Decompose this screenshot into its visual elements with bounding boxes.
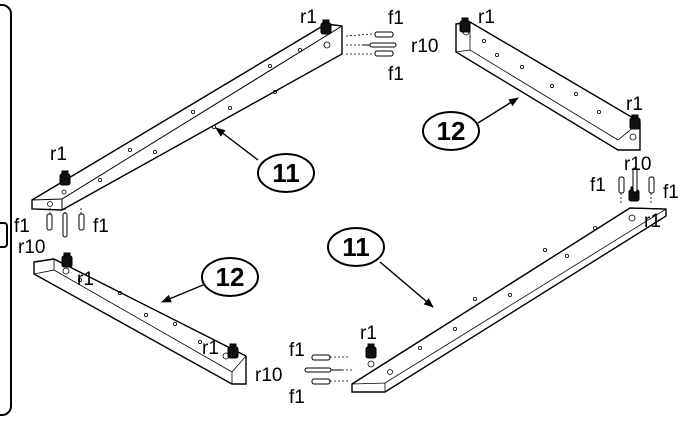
label-r1: r1 (202, 338, 219, 359)
label-f1: f1 (14, 216, 30, 237)
placement-guide-lines (49, 33, 652, 382)
callout-12-bottom: 12 (161, 257, 259, 303)
label-r1: r1 (300, 7, 317, 28)
callout-label: 11 (342, 232, 370, 262)
callout-label: 12 (216, 262, 245, 292)
label-f1: f1 (388, 8, 404, 29)
label-f1: f1 (289, 340, 305, 361)
callout-11-top: 11 (215, 127, 315, 193)
label-r1: r1 (478, 7, 495, 28)
callout-12-top: 12 (422, 97, 519, 151)
label-r10: r10 (624, 154, 651, 175)
label-r1: r1 (360, 323, 377, 344)
label-f1: f1 (388, 64, 404, 85)
label-r1: r1 (626, 94, 643, 115)
left-frame-tab (0, 222, 8, 248)
label-f1: f1 (590, 175, 606, 196)
rail-top-right (455, 21, 641, 151)
label-r10: r10 (18, 237, 45, 258)
left-frame-border (0, 4, 12, 416)
rail-bottom-right (351, 207, 667, 393)
rail-top-left (31, 23, 343, 211)
callout-label: 11 (272, 158, 300, 188)
label-f1: f1 (663, 182, 679, 203)
cam-lock-icon (59, 17, 641, 359)
rail-bottom-left (33, 258, 247, 385)
label-r10: r10 (255, 365, 282, 386)
part-labels: r1 f1 r10 f1 r1 r1 r1 f1 f1 r10 f1 f1 r1… (14, 7, 679, 408)
callout-label: 12 (437, 116, 466, 146)
label-r1: r1 (644, 211, 661, 232)
label-f1: f1 (93, 216, 109, 237)
callout-11-bottom: 11 (327, 227, 434, 308)
label-r1: r1 (50, 144, 67, 165)
label-f1: f1 (289, 387, 305, 408)
label-r1: r1 (77, 269, 94, 290)
label-r10: r10 (411, 36, 438, 57)
